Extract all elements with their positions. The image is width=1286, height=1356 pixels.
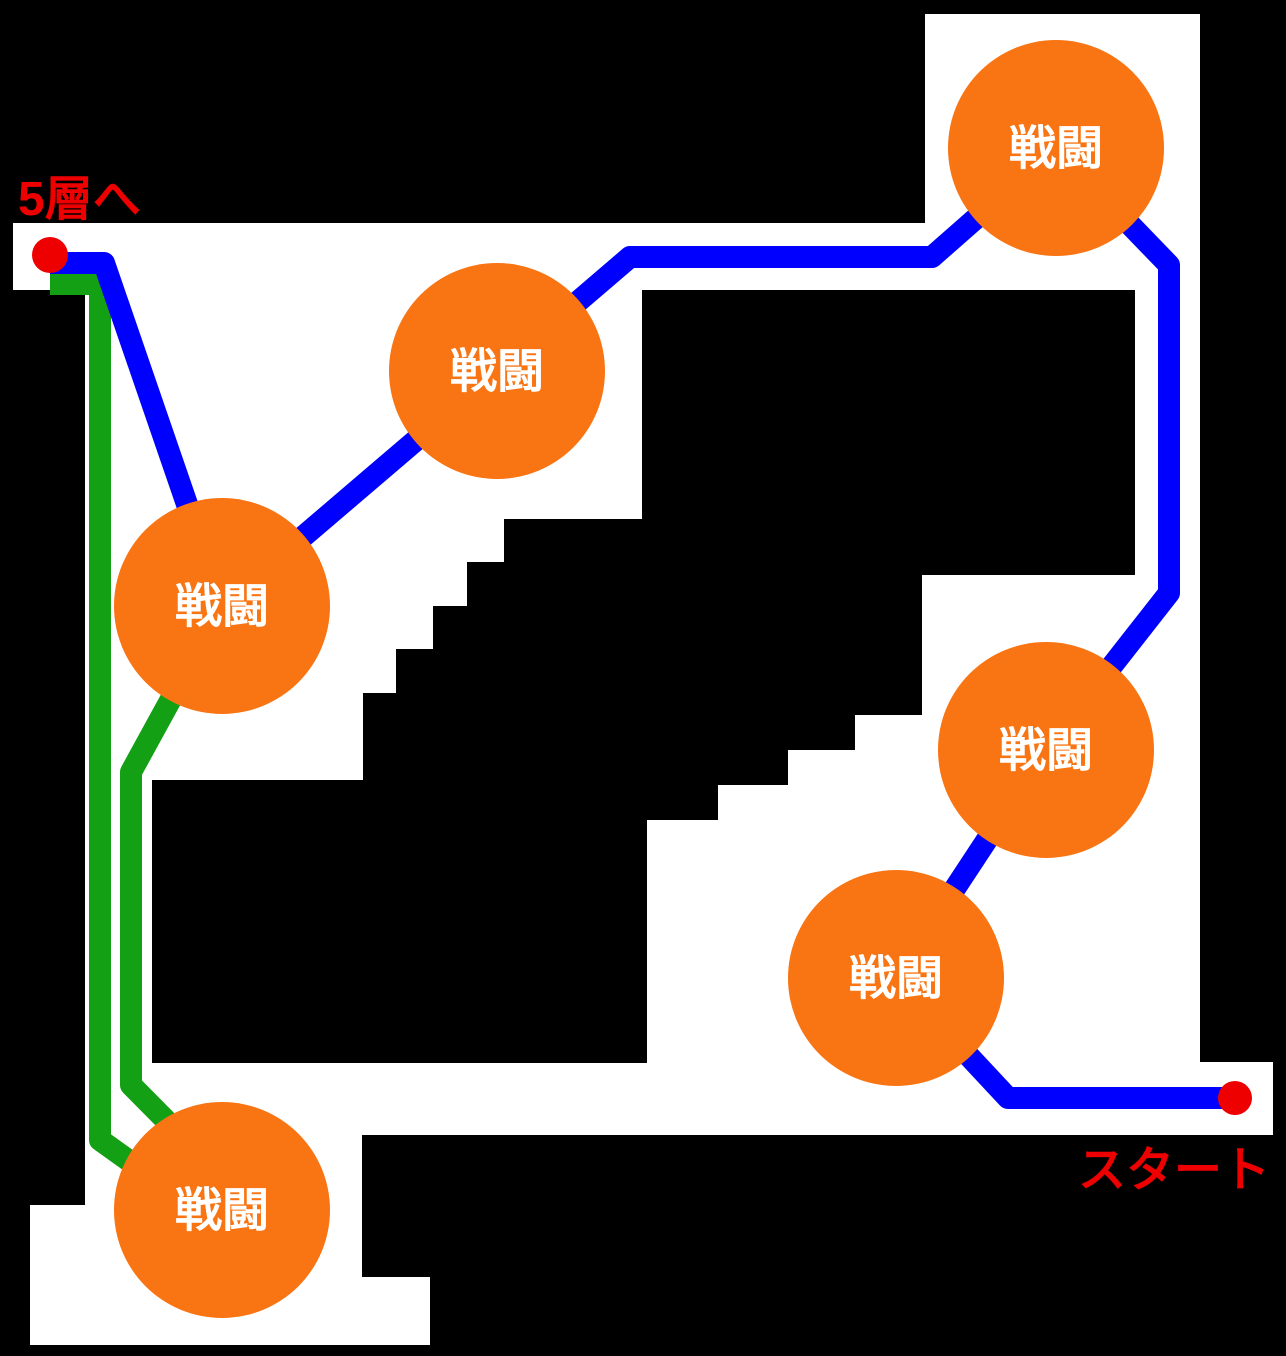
battle-node-label: 戦闘 <box>999 723 1093 776</box>
battle-node-circle <box>938 642 1154 858</box>
battle-node-middle-left: 戦闘 <box>114 498 330 714</box>
wall-bottom-right-block <box>362 1135 1286 1356</box>
battle-node-label: 戦闘 <box>849 951 943 1004</box>
start-label: スタート <box>1078 1144 1270 1197</box>
exit-marker-dot <box>32 237 68 273</box>
wall-top-sliver <box>925 0 1286 14</box>
battle-node-top-right: 戦闘 <box>948 40 1164 256</box>
battle-node-bottom-left: 戦闘 <box>114 1102 330 1318</box>
battle-node-label: 戦闘 <box>175 1183 269 1236</box>
battle-node-lower-right: 戦闘 <box>788 870 1004 1086</box>
battle-node-circle <box>114 498 330 714</box>
battle-node-label: 戦闘 <box>450 344 544 397</box>
battle-node-middle-right: 戦闘 <box>938 642 1154 858</box>
wall-central-block <box>152 290 1135 1063</box>
battle-node-label: 戦闘 <box>175 579 269 632</box>
wall-bottom-border <box>0 1345 1286 1356</box>
battle-node-circle <box>788 870 1004 1086</box>
battle-node-circle <box>114 1102 330 1318</box>
battle-node-circle <box>948 40 1164 256</box>
wall-left-column <box>0 223 85 1345</box>
exit-label: 5層へ <box>18 173 141 226</box>
battle-node-label: 戦闘 <box>1009 121 1103 174</box>
wall-right-sliver <box>1273 1062 1286 1140</box>
wall-right-column <box>1200 13 1286 1062</box>
start-marker-dot <box>1218 1081 1252 1115</box>
battle-node-upper-middle: 戦闘 <box>389 263 605 479</box>
wall-top-band <box>0 0 925 223</box>
battle-node-circle <box>389 263 605 479</box>
